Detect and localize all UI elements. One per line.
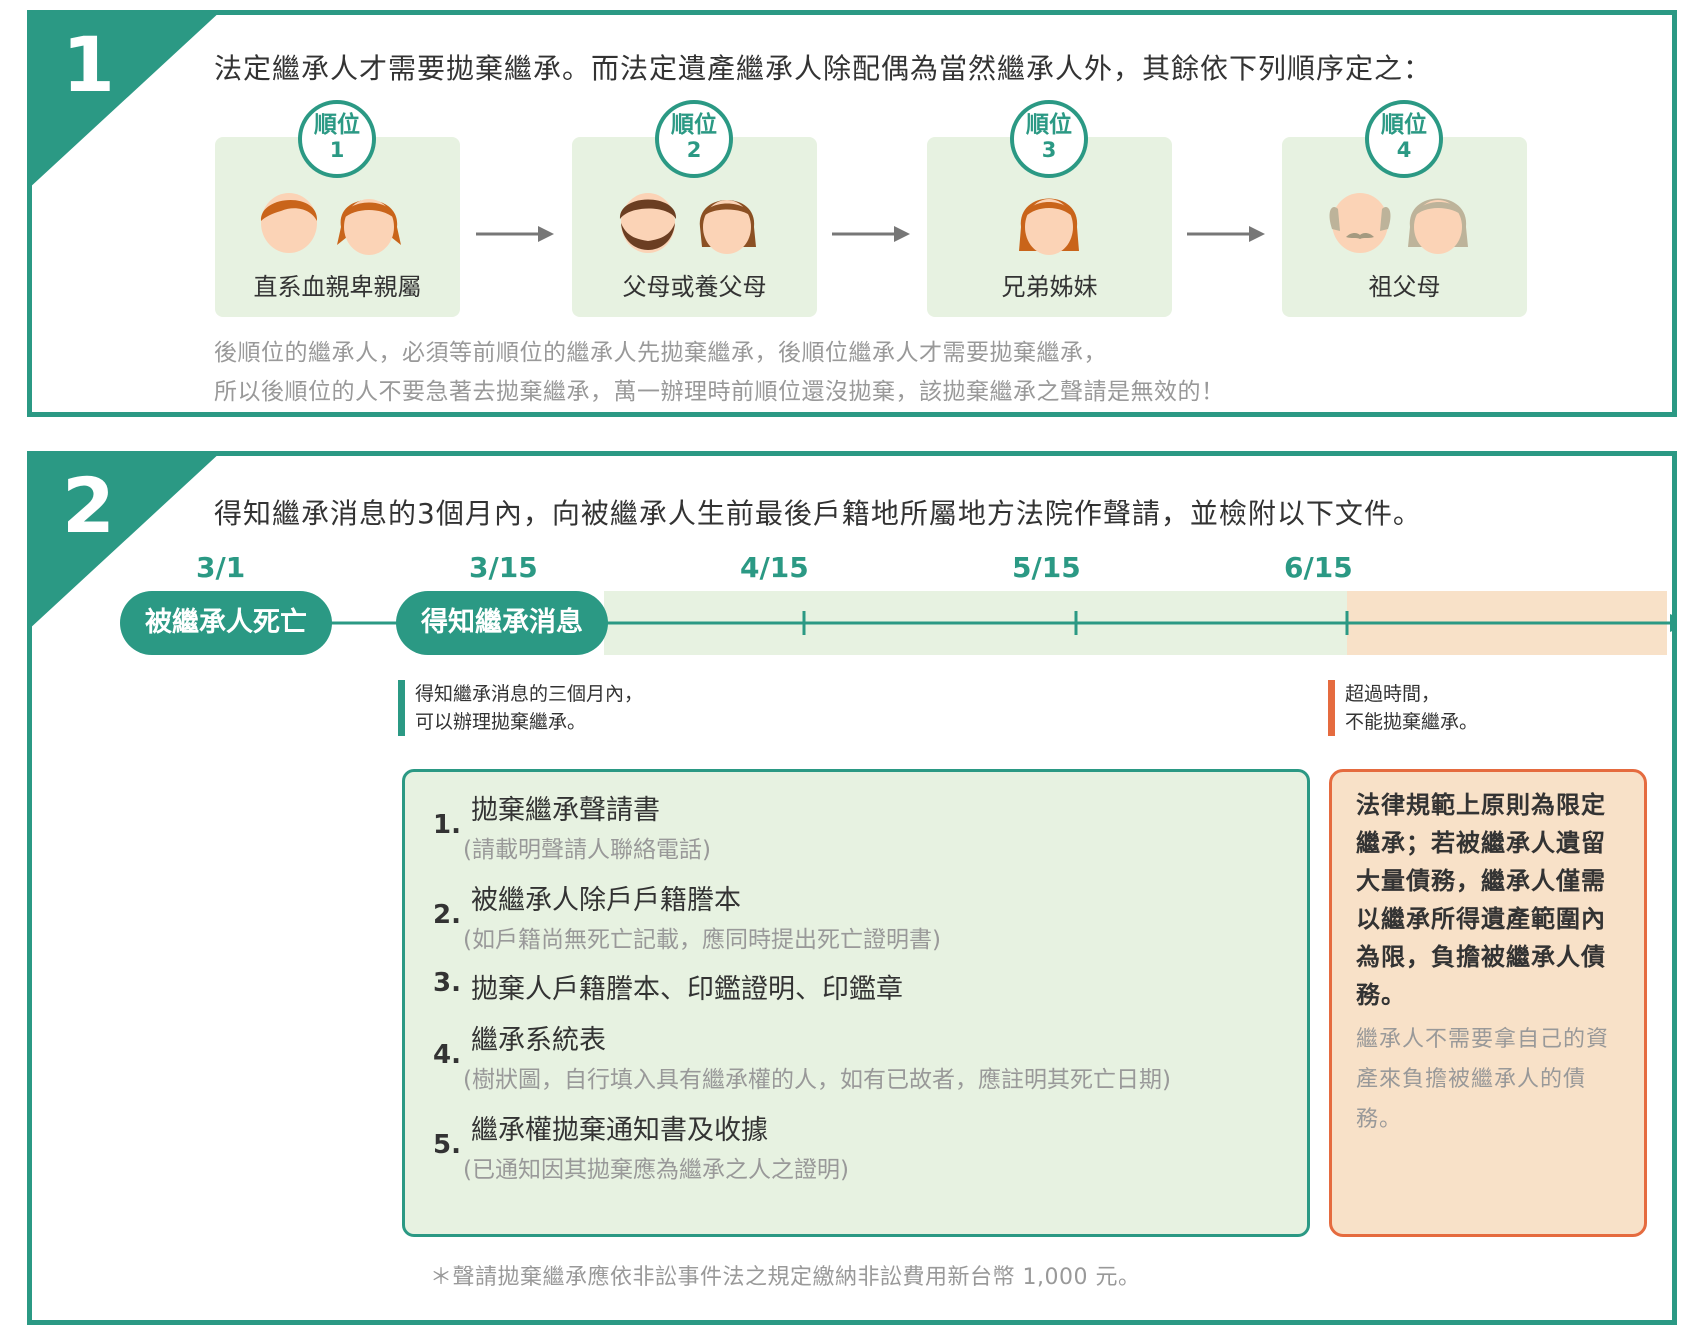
- rank-1-badge-title: 順位: [314, 112, 360, 138]
- document-1-note: (請載明聲請人聯絡電話): [463, 837, 711, 863]
- document-4-note: (樹狀圖，自行填入具有繼承權的人，如有已故者，應註明其死亡日期): [463, 1067, 1171, 1093]
- event-notice-pill: 得知繼承消息: [396, 591, 608, 655]
- rank-3-label: 兄弟姊妹: [1001, 273, 1098, 301]
- rank-4-badge: 順位 4: [1365, 100, 1443, 178]
- rank-2-badge-title: 順位: [671, 112, 717, 138]
- limited-inheritance-main-text: 法律規範上原則為限定繼承；若被繼承人遺留大量債務，繼承人僅需以繼承所得遺產範圍內…: [1356, 791, 1606, 1009]
- boy-face-icon: [260, 193, 318, 253]
- timeline-arrow-icon: [1670, 614, 1672, 632]
- note-over-line-2: 不能拋棄繼承。: [1345, 711, 1479, 733]
- timeline-date-1: 3/1: [196, 551, 246, 584]
- note-over-time: 超過時間， 不能拋棄繼承。: [1328, 680, 1478, 736]
- document-5-number: 5.: [433, 1130, 461, 1160]
- document-5-title: 繼承權拋棄通知書及收據: [471, 1115, 768, 1146]
- timeline-date-2: 3/15: [469, 551, 538, 584]
- rank-3-faces: [927, 187, 1172, 257]
- rank-3-badge-number: 3: [1041, 138, 1057, 162]
- fee-note: ＊聲請拋棄繼承應依非訟事件法之規定繳納非訟費用新台幣 1,000 元。: [430, 1265, 1141, 1290]
- note-over-line-1: 超過時間，: [1345, 683, 1441, 705]
- document-5-note: (已通知因其拋棄應為繼承之人之證明): [463, 1157, 849, 1183]
- section-1-note-line-1: 後順位的繼承人，必須等前順位的繼承人先拋棄繼承，後順位繼承人才需要拋棄繼承，: [214, 340, 1107, 366]
- document-2-number: 2.: [433, 900, 461, 930]
- limited-inheritance-sub-text: 繼承人不需要拿自己的資產來負擔被繼承人的債務。: [1356, 1027, 1610, 1132]
- document-3-number: 3.: [433, 968, 461, 998]
- document-4-title: 繼承系統表: [471, 1025, 606, 1056]
- arrow-right-icon: [476, 226, 554, 242]
- rank-1-badge: 順位 1: [298, 100, 376, 178]
- sibling-face-icon: [1019, 198, 1079, 255]
- limited-inheritance-note-box: 法律規範上原則為限定繼承；若被繼承人遺留大量債務，繼承人僅需以繼承所得遺產範圍內…: [1329, 769, 1647, 1237]
- note-within-line-1: 得知繼承消息的三個月內，: [415, 683, 644, 705]
- section-1-corner-ribbon: [32, 15, 217, 186]
- document-2-note: (如戶籍尚無死亡記載，應同時提出死亡證明書): [463, 927, 941, 953]
- section-1-number: 1: [62, 20, 115, 109]
- required-documents-box: 1. 拋棄繼承聲請書 (請載明聲請人聯絡電話) 2. 被繼承人除戶戶籍謄本 (如…: [402, 769, 1310, 1237]
- rank-1-label: 直系血親卑親屬: [253, 273, 422, 301]
- father-face-icon: [619, 193, 677, 253]
- grandfather-face-icon: [1329, 193, 1391, 253]
- event-death-pill: 被繼承人死亡: [120, 591, 332, 655]
- section-1-headline: 法定繼承人才需要拋棄繼承。而法定遺產繼承人除配偶為當然繼承人外，其餘依下列順序定…: [214, 52, 1433, 85]
- document-1-number: 1.: [433, 810, 461, 840]
- section-2-corner-ribbon: [32, 456, 217, 627]
- document-4-number: 4.: [433, 1040, 461, 1070]
- rank-4-label: 祖父母: [1368, 273, 1441, 301]
- document-2-title: 被繼承人除戶戶籍謄本: [471, 885, 741, 916]
- rank-2-label: 父母或養父母: [622, 273, 767, 301]
- arrow-right-icon: [832, 226, 910, 242]
- section-1-panel: 1 法定繼承人才需要拋棄繼承。而法定遺產繼承人除配偶為當然繼承人外，其餘依下列順…: [27, 10, 1677, 417]
- rank-4-faces: [1282, 187, 1527, 257]
- mother-face-icon: [699, 200, 756, 254]
- timeline-date-4: 5/15: [1012, 551, 1081, 584]
- section-1-note-line-2: 所以後順位的人不要急著去拋棄繼承，萬一辦理時前順位還沒拋棄，該拋棄繼承之聲請是無…: [214, 379, 1225, 405]
- rank-4-badge-title: 順位: [1381, 112, 1427, 138]
- document-1-title: 拋棄繼承聲請書: [471, 795, 660, 826]
- note-within-line-2: 可以辦理拋棄繼承。: [415, 711, 587, 733]
- timeline-date-3: 4/15: [740, 551, 809, 584]
- timeline-axis: [152, 611, 1672, 635]
- rank-2-faces: [572, 187, 817, 257]
- timeline-date-5: 6/15: [1284, 551, 1353, 584]
- section-2-panel: 2 得知繼承消息的3個月內，向被繼承人生前最後戶籍地所屬地方法院作聲請，並檢附以…: [27, 451, 1677, 1325]
- rank-2-badge-number: 2: [686, 138, 702, 162]
- rank-3-badge-title: 順位: [1026, 112, 1072, 138]
- rank-1-faces: [215, 187, 460, 257]
- grandmother-face-icon: [1408, 198, 1468, 254]
- note-within-three-months: 得知繼承消息的三個月內， 可以辦理拋棄繼承。: [398, 680, 643, 736]
- girl-face-icon: [337, 199, 401, 255]
- arrow-right-icon: [1187, 226, 1265, 242]
- rank-2-badge: 順位 2: [655, 100, 733, 178]
- rank-3-badge: 順位 3: [1010, 100, 1088, 178]
- rank-card-2: 父母或養父母: [572, 137, 817, 317]
- rank-1-badge-number: 1: [329, 138, 345, 162]
- section-2-number: 2: [62, 461, 115, 550]
- document-3-title: 拋棄人戶籍謄本、印鑑證明、印鑑章: [471, 974, 903, 1005]
- rank-4-badge-number: 4: [1396, 138, 1412, 162]
- section-2-headline: 得知繼承消息的3個月內，向被繼承人生前最後戶籍地所屬地方法院作聲請，並檢附以下文…: [214, 497, 1422, 530]
